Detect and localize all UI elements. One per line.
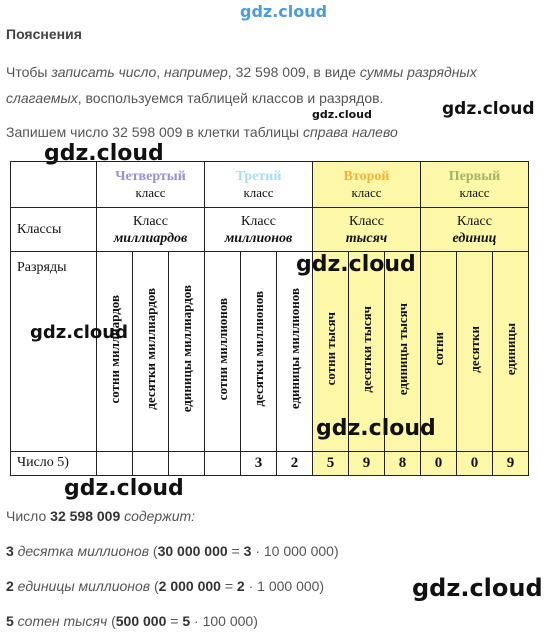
watermark-bottom-left: gdz.cloud: [64, 476, 184, 501]
watermark-bottom-right: gdz.cloud: [412, 574, 543, 602]
watermark-table-2: gdz.cloud: [30, 322, 128, 343]
rank-label: единицы: [502, 322, 518, 376]
intro-line-1: Чтобы записать число, например, 32 598 0…: [6, 64, 477, 80]
rank-label: единицы миллионов: [286, 288, 302, 410]
rank-label: единицы тысяч: [394, 302, 410, 396]
digit-cell: 2: [276, 451, 313, 476]
watermark-table-3: gdz.cloud: [316, 416, 436, 441]
watermark-right: gdz.cloud: [442, 99, 535, 119]
rank-cell: единицы миллиардов: [168, 251, 205, 452]
rank-label: сотни миллиардов: [106, 294, 122, 404]
digit-cell: 5: [312, 451, 349, 476]
rank-cell: единицы миллионов: [276, 251, 313, 452]
digit-cell: 9: [492, 451, 529, 476]
header-empty-cell: [10, 161, 97, 208]
summary-line: Число 32 598 009 содержит:: [6, 508, 196, 524]
rank-label: сотни: [430, 332, 446, 366]
rank-cell: единицы тысяч: [384, 251, 421, 452]
rank-label: десятки миллионов: [250, 291, 266, 407]
item-line-1: 3 десятка миллионов (30 000 000 = 3 · 10…: [6, 543, 339, 559]
digit-cell: 8: [384, 451, 421, 476]
section-heading: Пояснения: [6, 26, 82, 42]
rank-label: сотни тысяч: [322, 312, 338, 386]
rank-cell: десятки: [456, 251, 493, 452]
watermark-top: gdz.cloud: [240, 2, 328, 21]
digit-cell: [168, 451, 205, 476]
row-label-classes: Классы: [10, 207, 97, 252]
intro-line-3: Запишем число 32 598 009 в клетки таблиц…: [6, 124, 398, 140]
rank-label: десятки тысяч: [358, 305, 374, 393]
digit-cell: [204, 451, 241, 476]
rank-cell: сотни: [420, 251, 457, 452]
watermark-table-1: gdz.cloud: [296, 252, 416, 277]
digit-cell: 9: [348, 451, 385, 476]
rank-label: десятки миллиардов: [142, 288, 158, 410]
watermark-small: gdz.cloud: [312, 108, 372, 121]
rank-cell: сотни тысяч: [312, 251, 349, 452]
rank-cell: сотни миллионов: [204, 251, 241, 452]
digit-cell: 0: [420, 451, 457, 476]
item-line-2: 2 единицы миллионов (2 000 000 = 2 · 1 0…: [6, 578, 325, 594]
rank-label: единицы миллиардов: [178, 285, 194, 413]
number-row: Число 5) 3 2 5 9 8 0 0 9: [10, 451, 529, 476]
item-line-3: 5 сотен тысяч (500 000 = 5 · 100 000): [6, 613, 258, 629]
rank-label: десятки: [466, 325, 482, 373]
rank-label: сотни миллионов: [214, 297, 230, 401]
rank-cell: десятки миллиардов: [132, 251, 169, 452]
row-label-number: Число 5): [10, 451, 97, 476]
digit-cell: 3: [240, 451, 277, 476]
digit-cell: [96, 451, 133, 476]
digit-cell: 0: [456, 451, 493, 476]
digit-cell: [132, 451, 169, 476]
row-label-ranks: Разряды: [10, 251, 97, 452]
ranks-row: Разряды сотни миллиардов десятки миллиар…: [10, 251, 529, 452]
intro-line-2: слагаемых, воспользуемся таблицей классо…: [6, 90, 384, 106]
rank-cell: десятки миллионов: [240, 251, 277, 452]
rank-cell: сотни миллиардов: [96, 251, 133, 452]
rank-cell: единицы: [492, 251, 529, 452]
